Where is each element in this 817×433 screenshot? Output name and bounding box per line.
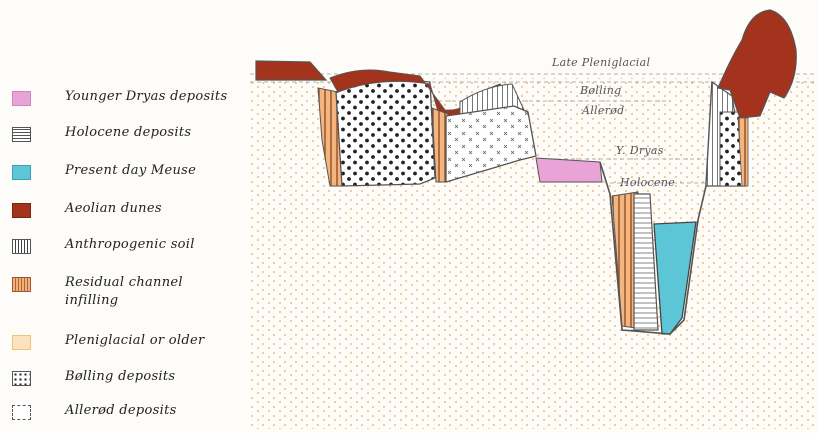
legend-label-anthropogenic: Anthropogenic soil xyxy=(65,236,195,254)
holocene-swatch xyxy=(12,127,31,142)
label-late-pleniglacial: Late Pleniglacial xyxy=(552,56,650,69)
bolling-swatch xyxy=(12,371,31,386)
aeolian-swatch xyxy=(12,203,31,218)
pleniglacial-swatch xyxy=(12,335,31,350)
legend-label-allerod: Allerød deposits xyxy=(65,402,177,420)
legend-item-aeolian: Aeolian dunes xyxy=(10,200,250,224)
cross-section: Late Pleniglacial Bølling Allerød Y. Dry… xyxy=(250,0,817,429)
label-holocene: Holocene xyxy=(620,176,675,189)
label-allerod: Allerød xyxy=(582,104,625,117)
legend-item-pleniglacial: Pleniglacial or older xyxy=(10,332,250,356)
legend-item-holocene: Holocene deposits xyxy=(10,124,250,148)
meuse-swatch xyxy=(12,165,31,180)
legend-label-residual: Residual channel infilling xyxy=(65,274,225,310)
label-younger-dryas: Y. Dryas xyxy=(616,144,664,157)
legend-label-bolling: Bølling deposits xyxy=(65,368,175,386)
legend-item-younger-dryas: Younger Dryas deposits xyxy=(10,88,250,112)
residual-swatch xyxy=(12,277,31,292)
legend-item-allerod: Allerød deposits xyxy=(10,402,250,426)
anthropogenic-swatch xyxy=(12,239,31,254)
legend-item-bolling: Bølling deposits xyxy=(10,368,250,392)
legend-label-holocene: Holocene deposits xyxy=(65,124,191,142)
legend-label-meuse: Present day Meuse xyxy=(65,162,196,180)
legend-item-meuse: Present day Meuse xyxy=(10,162,250,186)
legend: Younger Dryas deposits Holocene deposits… xyxy=(0,0,250,429)
aeolian-dune-left xyxy=(256,61,326,80)
legend-item-residual: Residual channel infilling xyxy=(10,274,250,316)
legend-label-younger-dryas: Younger Dryas deposits xyxy=(65,88,227,106)
younger-dryas-swatch xyxy=(12,91,31,106)
legend-item-anthropogenic: Anthropogenic soil xyxy=(10,236,250,260)
bolling-deposit xyxy=(336,80,435,186)
label-bolling: Bølling xyxy=(580,84,622,97)
legend-label-aeolian: Aeolian dunes xyxy=(65,200,162,218)
cross-section-drawing xyxy=(250,0,817,429)
younger-dryas-deposit xyxy=(536,158,602,182)
legend-label-pleniglacial: Pleniglacial or older xyxy=(65,332,205,350)
allerod-swatch xyxy=(12,405,31,420)
